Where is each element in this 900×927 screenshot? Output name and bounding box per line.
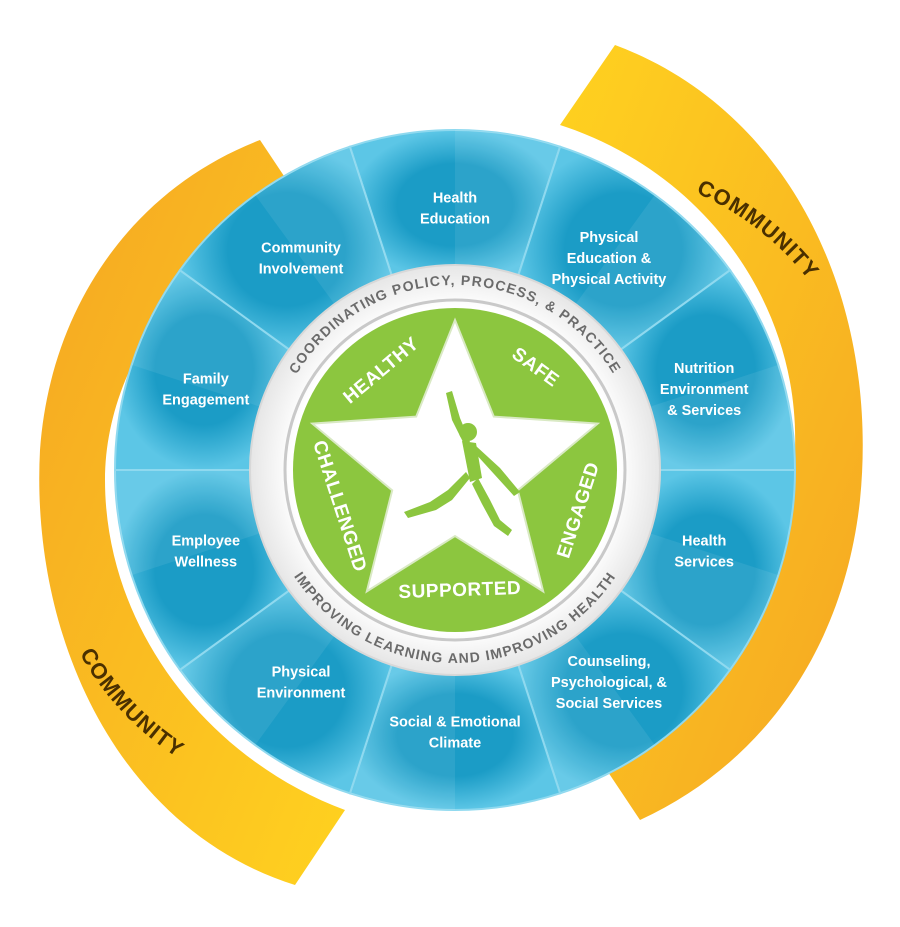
segment-shade-3 bbox=[616, 531, 779, 670]
segment-label-line: Community bbox=[261, 241, 341, 257]
segment-label-line: Family bbox=[183, 372, 229, 388]
segment-label-line: Services bbox=[674, 554, 734, 570]
segment-shade-0 bbox=[455, 130, 561, 280]
segment-label-4: Counseling, Psychological, & Social Servic… bbox=[551, 654, 668, 712]
segment-label-line: Social & Emotional bbox=[389, 715, 520, 731]
center-word-supported: SUPPORTED bbox=[398, 578, 521, 603]
segment-shade-6 bbox=[179, 587, 338, 746]
segment-label-line: Nutrition bbox=[674, 361, 734, 377]
segment-shade-7 bbox=[115, 470, 265, 576]
segment-shade-5 bbox=[349, 660, 455, 810]
segment-label-line: Environment bbox=[660, 382, 749, 398]
segment-label-line: Health bbox=[682, 533, 726, 549]
inner-ring-line-outer bbox=[283, 298, 627, 642]
community-arc-top bbox=[560, 45, 863, 820]
segment-label-line: Counseling, bbox=[568, 654, 651, 670]
segment-shade-2 bbox=[645, 364, 795, 470]
segment-label-line: Health bbox=[433, 191, 477, 207]
segment-label-line: Education bbox=[420, 212, 490, 228]
segment-label-line: Psychological, & bbox=[551, 675, 668, 691]
segment-label-line: Environment bbox=[257, 685, 346, 701]
segment-label-line: Physical bbox=[272, 664, 331, 680]
segment-shade-8 bbox=[131, 270, 294, 409]
segment-shade-4 bbox=[516, 631, 655, 794]
segment-label-line: Social Services bbox=[556, 696, 662, 712]
segment-label-line: Climate bbox=[429, 736, 481, 752]
segment-label-line: Involvement bbox=[259, 262, 344, 278]
segment-label-line: Engagement bbox=[162, 393, 249, 409]
segment-shade-9 bbox=[255, 146, 394, 309]
segment-label-line: Wellness bbox=[175, 554, 238, 570]
segment-label-line: Employee bbox=[172, 533, 241, 549]
jumping-person-icon bbox=[404, 391, 520, 536]
segment-label-line: Physical Activity bbox=[552, 272, 667, 288]
segment-label-line: Physical bbox=[580, 230, 639, 246]
segment-shade-1 bbox=[572, 194, 731, 353]
segment-label-line: & Services bbox=[667, 403, 741, 419]
community-arc-bottom bbox=[39, 140, 345, 885]
segment-label-line: Education & bbox=[567, 251, 652, 267]
center-star bbox=[309, 317, 601, 594]
